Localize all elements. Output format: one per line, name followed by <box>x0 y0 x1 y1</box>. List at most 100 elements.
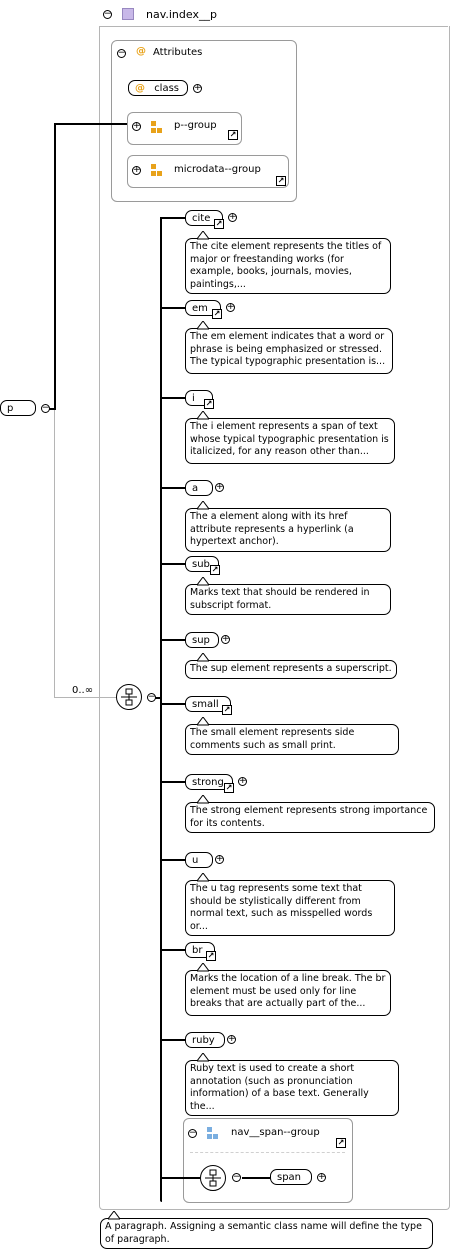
p-label: p <box>7 403 14 414</box>
child-annotation: Marks the location of a line break. The … <box>185 970 391 1016</box>
child-note-text: The i element represents a span of text … <box>190 421 389 457</box>
sequence-spine <box>160 217 162 1202</box>
child-note-text: The em element indicates that a word or … <box>190 331 386 367</box>
collapse-span-group-button[interactable]: − <box>188 1128 197 1138</box>
expand-cite-button[interactable]: + <box>228 212 237 222</box>
child-element-small[interactable]: small <box>185 696 231 712</box>
connector-line <box>160 639 185 641</box>
expand-strong-button[interactable]: + <box>238 776 247 786</box>
connector-line <box>54 697 116 698</box>
child-annotation: The strong element represents strong imp… <box>185 802 435 833</box>
collapse-attributes-button[interactable]: − <box>117 48 126 58</box>
p-element-node[interactable]: p <box>0 400 36 416</box>
connector-line <box>160 397 185 399</box>
expand-a-button[interactable]: + <box>215 482 224 492</box>
child-element-label: br <box>192 945 203 956</box>
class-attribute[interactable]: @ class <box>128 80 188 96</box>
group-icon-part <box>157 128 162 133</box>
p-group-label: p--group <box>174 120 217 131</box>
connector-line <box>242 1177 270 1179</box>
connector-line <box>160 703 185 705</box>
child-note-text: The cite element represents the titles o… <box>190 241 382 290</box>
child-annotation: The sup element represents a superscript… <box>185 660 397 679</box>
child-element-label: ruby <box>192 1035 215 1046</box>
connector-line <box>54 123 127 125</box>
annotation-pointer <box>197 873 209 882</box>
child-note-text: Marks text that should be rendered in su… <box>190 587 370 611</box>
connector-line <box>160 859 185 861</box>
child-note-text: The strong element represents strong imp… <box>190 805 428 829</box>
child-element-ruby[interactable]: ruby <box>185 1032 225 1048</box>
annotation-pointer <box>197 577 209 586</box>
ref-icon[interactable]: ↗ <box>214 219 224 229</box>
class-label: class <box>154 83 180 94</box>
span-element-node[interactable]: span <box>270 1169 312 1185</box>
connector-line <box>160 1039 185 1041</box>
child-element-label: u <box>192 855 199 866</box>
expand-ruby-button[interactable]: + <box>227 1034 236 1044</box>
collapse-root-button[interactable]: − <box>103 9 112 19</box>
expand-p-group-button[interactable]: + <box>132 121 141 131</box>
child-annotation: The small element represents side commen… <box>185 724 399 755</box>
child-annotation: The a element along with its href attrib… <box>185 508 391 552</box>
ref-icon[interactable]: ↗ <box>224 783 234 793</box>
span-group-ref-icon[interactable]: ↗ <box>336 1138 346 1148</box>
child-element-label: em <box>192 303 208 314</box>
collapse-span-sequence-button[interactable]: − <box>232 1172 241 1182</box>
p-group-ref-icon[interactable]: ↗ <box>228 130 238 140</box>
child-note-text: The a element along with its href attrib… <box>190 511 354 547</box>
span-label: span <box>277 1172 302 1183</box>
child-annotation: The i element represents a span of text … <box>185 418 395 464</box>
footer-annotation: A paragraph. Assigning a semantic class … <box>100 1218 433 1249</box>
child-element-label: sup <box>192 635 210 646</box>
child-element-strong[interactable]: strong <box>185 774 233 790</box>
group-icon <box>151 164 156 169</box>
ref-icon[interactable]: ↗ <box>210 565 220 575</box>
microdata-group-ref-icon[interactable]: ↗ <box>276 176 286 186</box>
expand-span-button[interactable]: + <box>317 1172 326 1182</box>
connector-line <box>160 487 185 489</box>
child-element-label: a <box>192 483 199 494</box>
span-group-icon-part <box>213 1134 218 1139</box>
span-group-icon <box>207 1127 212 1132</box>
attribute-icon: @ <box>136 46 146 57</box>
collapse-p-button[interactable]: − <box>41 403 50 413</box>
connector-line <box>160 781 185 783</box>
annotation-pointer <box>197 653 209 662</box>
annotation-pointer <box>197 963 209 972</box>
expand-microdata-group-button[interactable]: + <box>132 165 141 175</box>
connector-line <box>47 408 56 410</box>
ref-icon[interactable]: ↗ <box>204 399 214 409</box>
ref-icon[interactable]: ↗ <box>206 951 216 961</box>
root-complex-box <box>99 26 450 1210</box>
connector-line <box>155 697 161 699</box>
expand-class-button[interactable]: + <box>193 83 202 93</box>
child-note-text: Marks the location of a line break. The … <box>190 973 386 1009</box>
child-element-u[interactable]: u <box>185 852 213 868</box>
divider <box>190 1152 345 1153</box>
child-element-label: sub <box>192 559 210 570</box>
ref-icon[interactable]: ↗ <box>212 309 222 319</box>
child-element-label: i <box>192 393 195 404</box>
connector-line <box>160 1177 200 1179</box>
connector-line <box>160 563 185 565</box>
span-group-label: nav__span--group <box>231 1127 320 1138</box>
child-element-cite[interactable]: cite <box>185 210 223 226</box>
expand-u-button[interactable]: + <box>215 854 224 864</box>
connector-line <box>160 949 185 951</box>
annotation-pointer <box>108 1211 120 1220</box>
child-note-text: Ruby text is used to create a short anno… <box>190 1063 369 1112</box>
group-icon-part <box>157 171 162 176</box>
sequence-compositor-icon <box>116 684 142 710</box>
expand-em-button[interactable]: + <box>226 302 235 312</box>
child-element-a[interactable]: a <box>185 480 213 496</box>
child-element-sup[interactable]: sup <box>185 632 219 648</box>
microdata-group-label: microdata--group <box>174 164 261 175</box>
child-note-text: The small element represents side commen… <box>190 727 355 751</box>
group-icon-part <box>151 171 156 176</box>
p-group-box[interactable] <box>127 112 242 145</box>
expand-sup-button[interactable]: + <box>221 634 230 644</box>
connector-line <box>54 123 56 409</box>
ref-icon[interactable]: ↗ <box>222 705 232 715</box>
occurrence-label: 0..∞ <box>72 685 94 696</box>
